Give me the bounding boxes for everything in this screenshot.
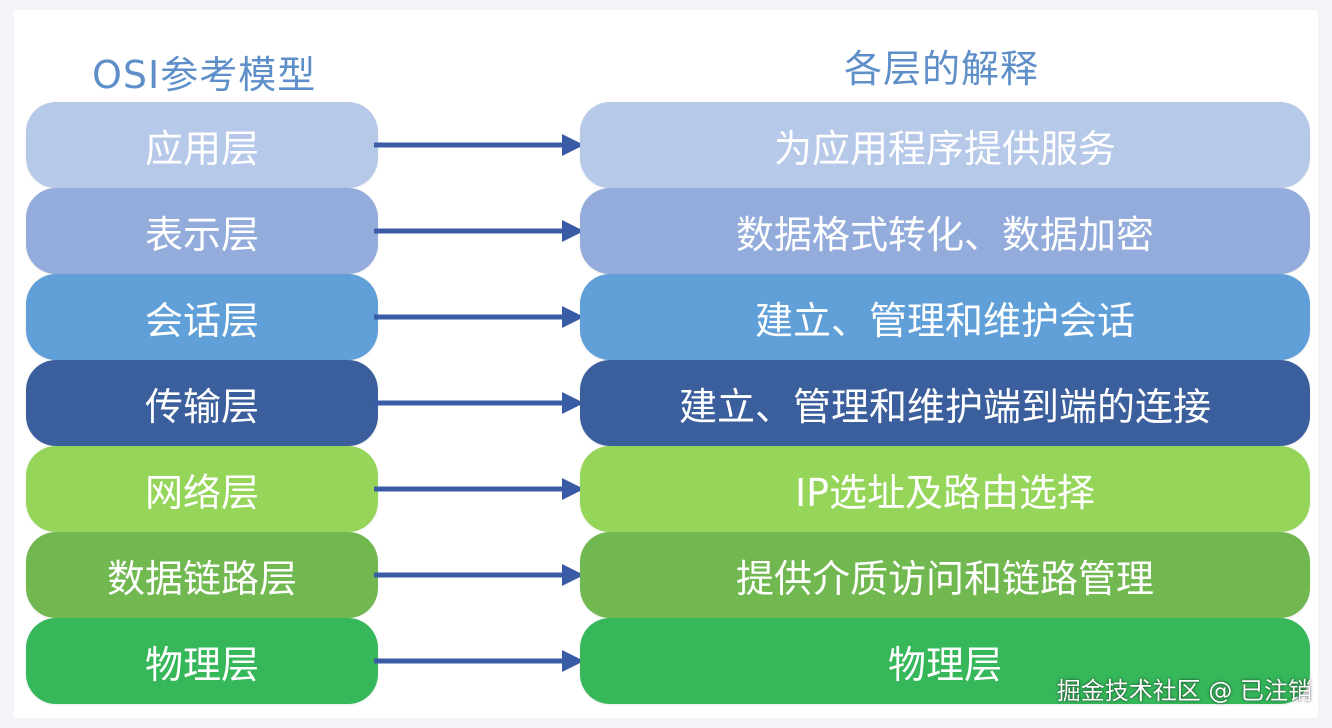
osi-row-application: 应用层 为应用程序提供服务: [14, 102, 1318, 188]
diagram-canvas: OSI参考模型 各层的解释 应用层 为应用程序提供服务 表示层 数据格式转化、数…: [14, 10, 1318, 718]
osi-row-transport: 传输层 建立、管理和维护端到端的连接: [14, 360, 1318, 446]
arrow-icon: [374, 478, 584, 500]
arrow-icon: [374, 220, 584, 242]
osi-row-session: 会话层 建立、管理和维护会话: [14, 274, 1318, 360]
description-pill-application: 为应用程序提供服务: [580, 102, 1310, 188]
osi-row-physical: 物理层 物理层: [14, 618, 1318, 704]
arrow-icon: [374, 134, 584, 156]
layer-explanation-heading: 各层的解释: [844, 47, 1040, 91]
layer-pill-transport: 传输层: [26, 360, 378, 446]
arrow-icon: [374, 392, 584, 414]
osi-row-presentation: 表示层 数据格式转化、数据加密: [14, 188, 1318, 274]
description-pill-physical: 物理层: [580, 618, 1310, 704]
osi-model-heading: OSI参考模型: [92, 53, 317, 97]
description-pill-session: 建立、管理和维护会话: [580, 274, 1310, 360]
layer-pill-datalink: 数据链路层: [26, 532, 378, 618]
description-pill-transport: 建立、管理和维护端到端的连接: [580, 360, 1310, 446]
layer-pill-presentation: 表示层: [26, 188, 378, 274]
description-pill-presentation: 数据格式转化、数据加密: [580, 188, 1310, 274]
arrow-icon: [374, 564, 584, 586]
layer-pill-session: 会话层: [26, 274, 378, 360]
layer-pill-network: 网络层: [26, 446, 378, 532]
osi-row-network: 网络层 IP选址及路由选择: [14, 446, 1318, 532]
layer-pill-physical: 物理层: [26, 618, 378, 704]
osi-row-datalink: 数据链路层 提供介质访问和链路管理: [14, 532, 1318, 618]
description-pill-datalink: 提供介质访问和链路管理: [580, 532, 1310, 618]
arrow-icon: [374, 650, 584, 672]
arrow-icon: [374, 306, 584, 328]
layer-pill-application: 应用层: [26, 102, 378, 188]
watermark: 掘金技术社区 @ 已注销: [1056, 677, 1312, 705]
description-pill-network: IP选址及路由选择: [580, 446, 1310, 532]
